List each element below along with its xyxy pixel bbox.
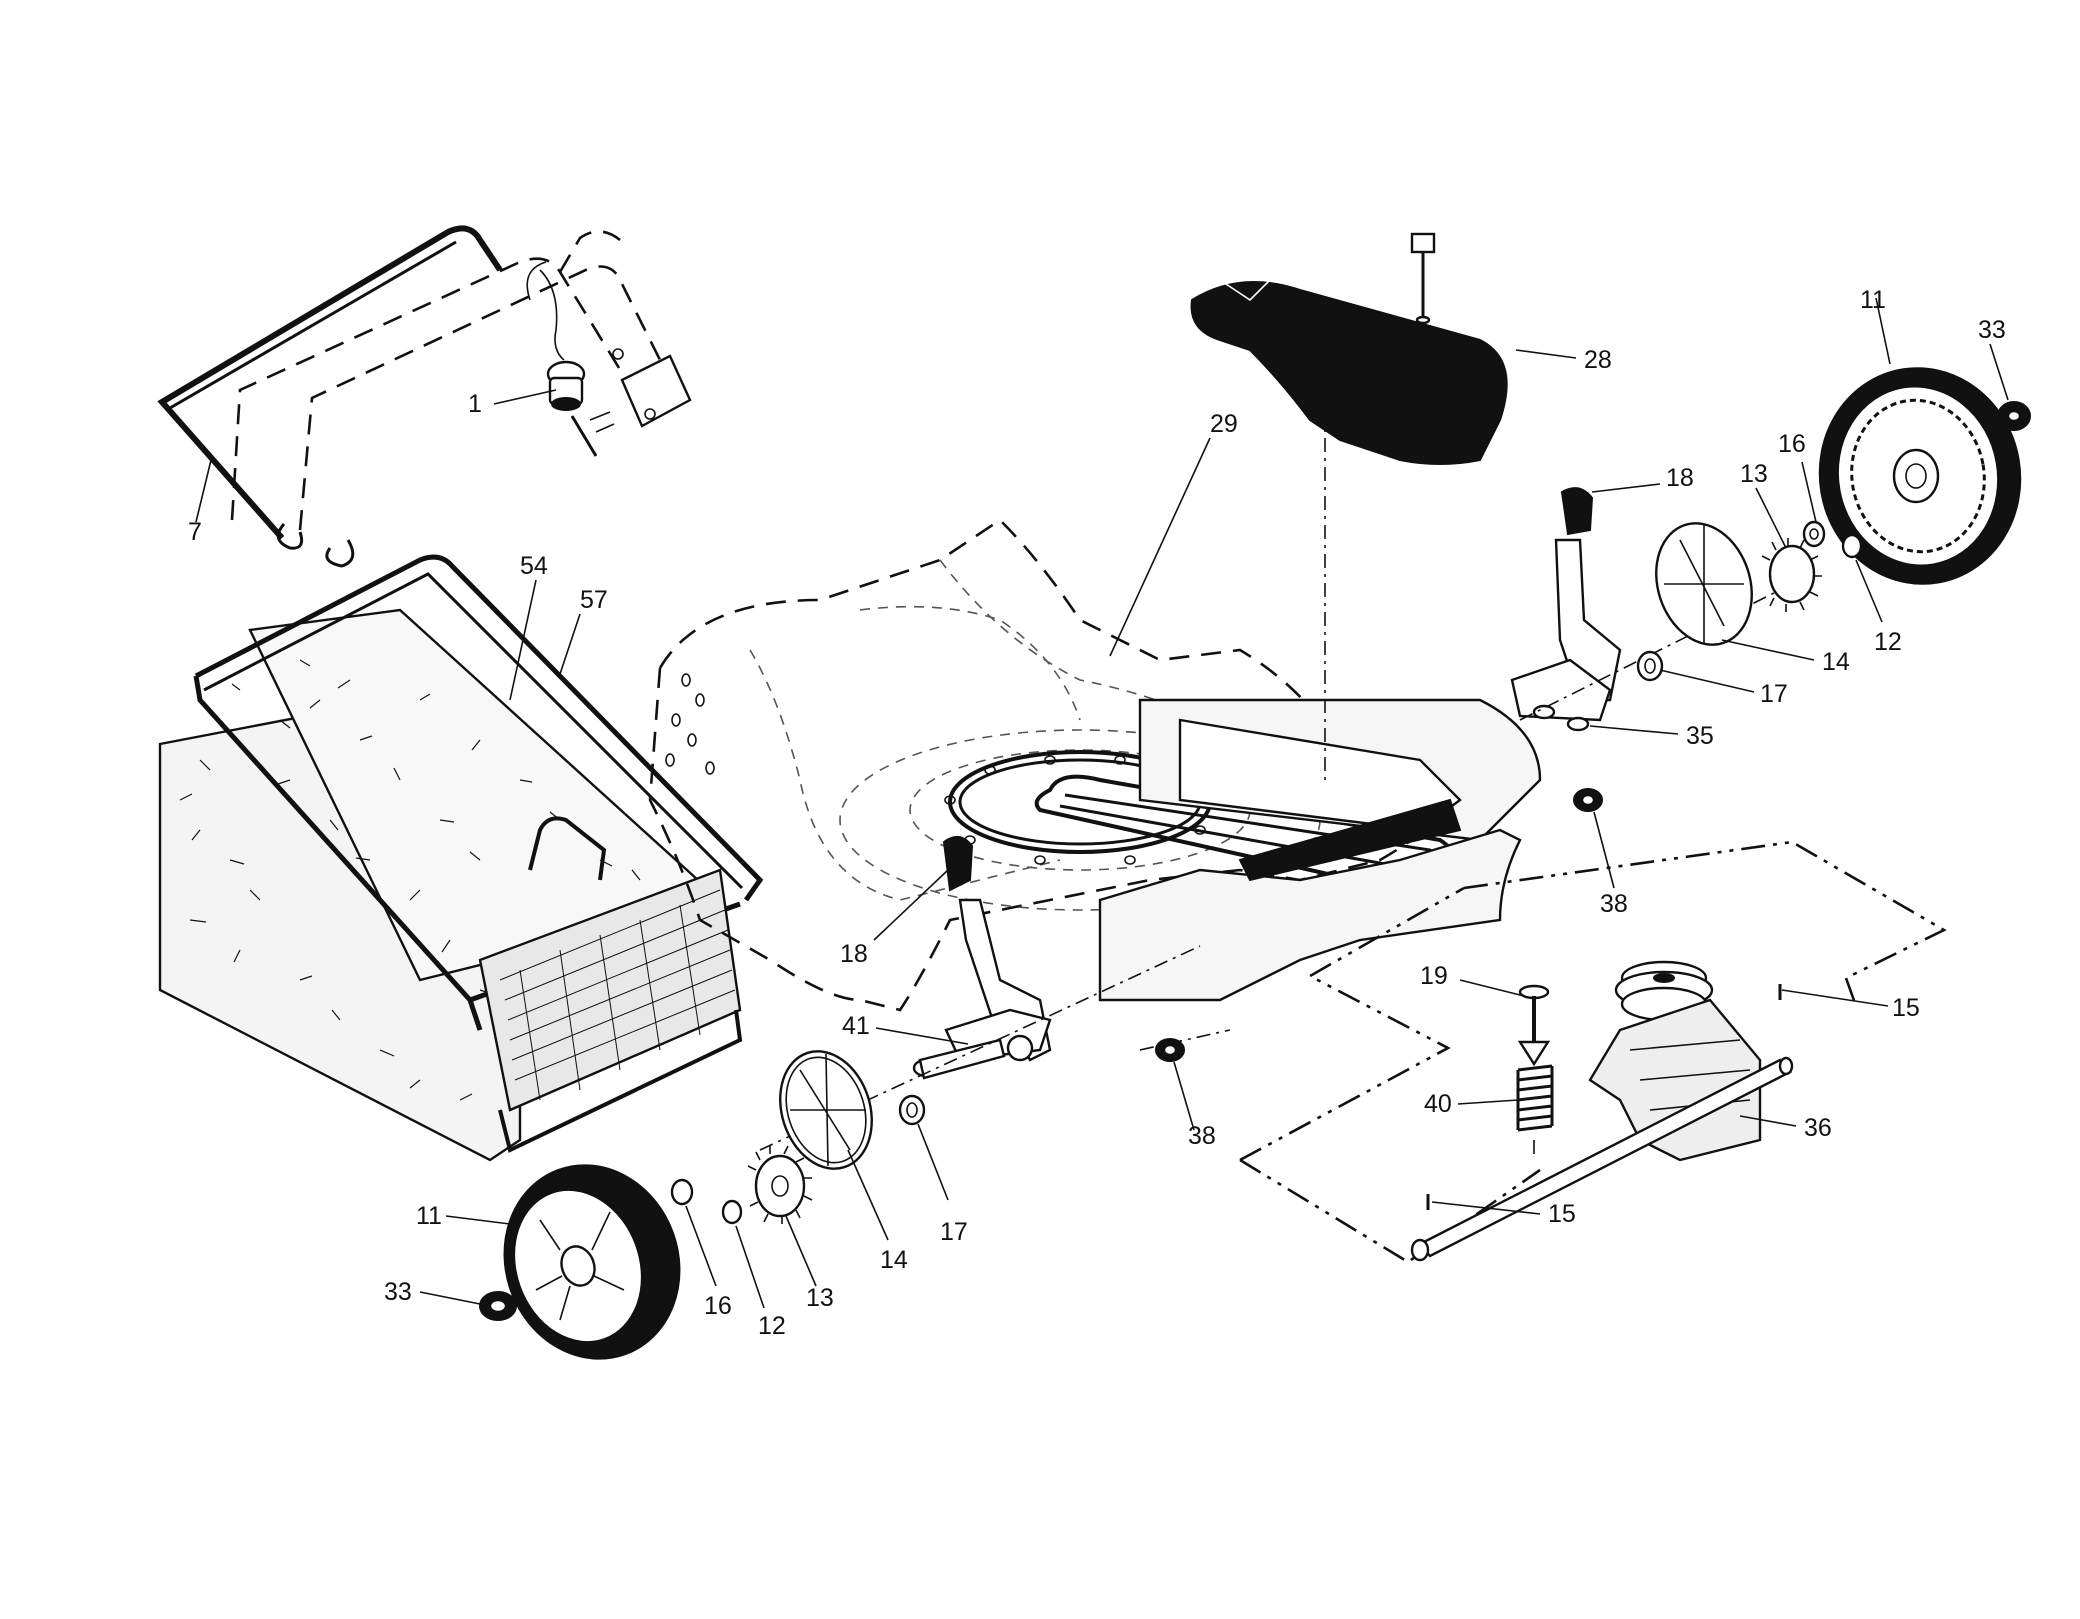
callout-18-rear: 18 <box>1666 464 1694 492</box>
callout-36: 36 <box>1804 1114 1832 1142</box>
callout-41: 41 <box>842 1012 870 1040</box>
front-wheel-assembly <box>479 1038 1185 1360</box>
rear-height-adjuster <box>1510 487 1622 732</box>
grass-catcher <box>158 554 764 1162</box>
callout-7: 7 <box>188 518 202 546</box>
callout-labels: 1 7 54 57 29 28 11 33 16 13 18 12 14 17 … <box>188 286 2006 1340</box>
leader-lines <box>195 297 2009 1309</box>
callout-18-front: 18 <box>840 940 868 968</box>
cable-adjuster <box>546 360 598 457</box>
callout-13-rear: 13 <box>1740 460 1768 488</box>
callout-19: 19 <box>1420 962 1448 990</box>
callout-28: 28 <box>1584 346 1612 374</box>
callout-17-rear: 17 <box>1760 680 1788 708</box>
callout-54: 54 <box>520 552 548 580</box>
callout-11-rear: 11 <box>1860 286 1886 314</box>
callout-16-front: 16 <box>704 1292 732 1320</box>
callout-33-rear: 33 <box>1978 316 2006 344</box>
callout-35: 35 <box>1686 722 1714 750</box>
callout-12-rear: 12 <box>1874 628 1902 656</box>
callout-16-rear: 16 <box>1778 430 1806 458</box>
front-pinion-gear <box>747 1145 813 1224</box>
callout-57: 57 <box>580 586 608 614</box>
callout-11-front: 11 <box>416 1202 442 1230</box>
callout-38-rear: 38 <box>1600 890 1628 918</box>
callout-14-front: 14 <box>880 1246 908 1274</box>
callout-14-rear: 14 <box>1822 648 1850 676</box>
front-height-adjuster <box>912 835 1052 1080</box>
callout-29: 29 <box>1210 410 1238 438</box>
rear-wheel-assembly <box>1573 367 2031 812</box>
rear-cover <box>1190 232 1508 780</box>
callout-38-front: 38 <box>1188 1122 1216 1150</box>
callout-1: 1 <box>468 390 482 418</box>
transmission-assembly <box>1239 840 1947 1264</box>
handle-assembly <box>157 225 692 568</box>
callout-40: 40 <box>1424 1090 1452 1118</box>
callout-17-front: 17 <box>940 1218 968 1246</box>
callout-15-upper: 15 <box>1892 994 1920 1022</box>
callout-13-front: 13 <box>806 1284 834 1312</box>
rear-chute-area <box>1098 698 1542 1002</box>
callout-12-front: 12 <box>758 1312 786 1340</box>
callout-33-front: 33 <box>384 1278 412 1306</box>
callout-15-lower: 15 <box>1548 1200 1576 1228</box>
